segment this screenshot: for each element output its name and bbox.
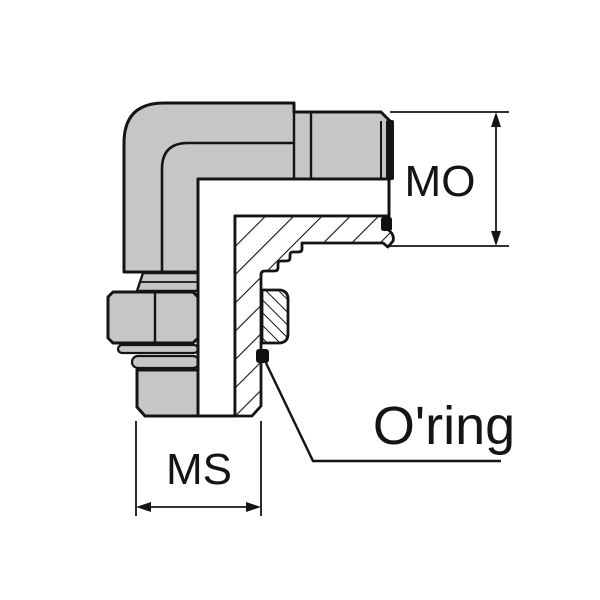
locknut-section-hatch (260, 288, 290, 345)
body-section-hatch (233, 214, 395, 418)
hex-locknut (106, 290, 200, 345)
dimension-ms (135, 421, 262, 516)
label-oring: O'ring (373, 396, 515, 456)
elbow-inner-contour-line (160, 141, 294, 271)
mo-arrowhead-down-icon (491, 231, 501, 246)
oring-leader-line (264, 362, 501, 463)
oring-port-seal (381, 217, 392, 231)
port-end-face (386, 120, 394, 180)
ms-arrowhead-right-icon (246, 502, 261, 512)
label-mo: MO (405, 157, 476, 206)
ms-arrowhead-left-icon (136, 502, 151, 512)
dimension-mo (390, 111, 509, 247)
oring-stud-seal (256, 349, 269, 363)
seal-washer (130, 354, 201, 370)
mo-arrowhead-up-icon (491, 112, 501, 127)
flat-washer (116, 343, 200, 355)
threaded-stud (135, 368, 200, 418)
label-ms: MS (166, 445, 232, 494)
